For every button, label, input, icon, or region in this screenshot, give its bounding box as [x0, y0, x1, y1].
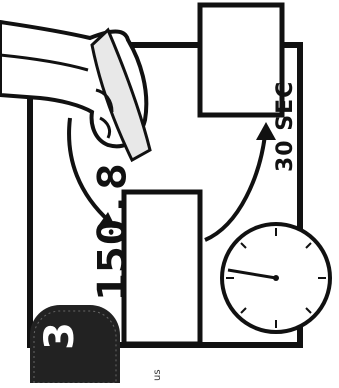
hand-wiping-icon: [0, 19, 152, 163]
corner-mark: us: [152, 369, 163, 381]
step-number: 3: [37, 322, 83, 350]
arrow-down-icon: [67, 117, 116, 228]
display-reading: 150.8: [89, 162, 135, 302]
weight-display: [121, 189, 203, 347]
arrow-up-icon: [204, 122, 276, 242]
stopwatch-icon: [220, 222, 332, 334]
duration-caption: 30 SEC: [273, 80, 298, 172]
step-badge: [30, 305, 120, 384]
output-box: [197, 2, 285, 118]
